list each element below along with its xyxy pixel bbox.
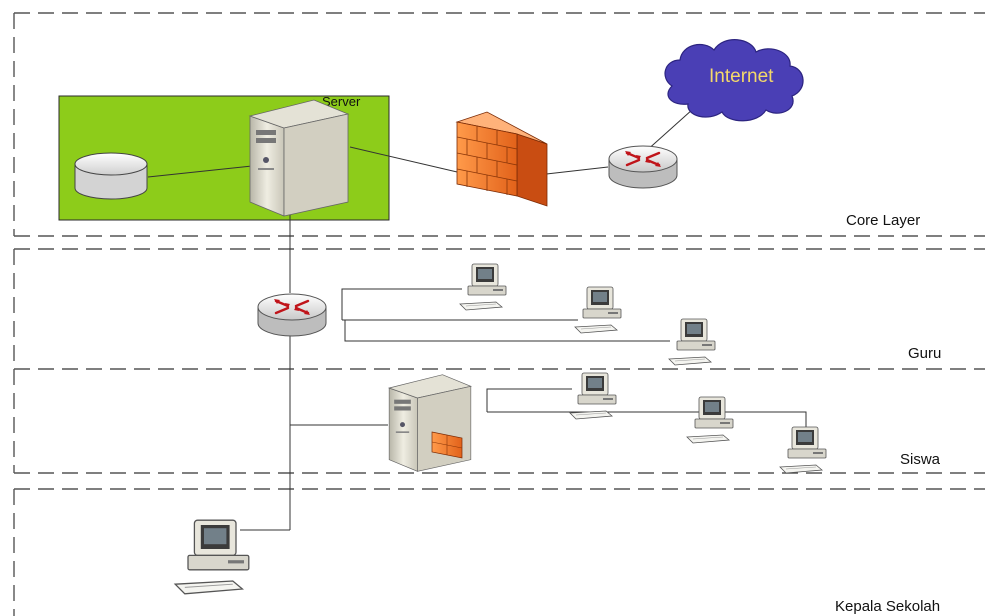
database-top [74,152,148,176]
server-zone-label: Server [322,94,361,109]
layer-label-kepala: Kepala Sekolah [835,598,940,615]
siswa-server [388,374,472,472]
firewall [455,111,548,207]
internet-label: Internet [709,66,774,87]
link-database-server [147,165,253,178]
link-guru-pc3 [342,319,670,342]
database [74,152,148,200]
siswa-firewall-badge [431,431,463,459]
layer-label-guru: Guru [908,345,941,362]
siswa-workstation-icon-3 [779,426,827,474]
firewall-side [516,133,548,207]
layer-label-siswa: Siswa [900,451,941,468]
guru-workstation-icon-3 [668,318,716,366]
edge-router-icon [607,144,679,190]
kepala-workstation-icon [174,519,250,595]
core-router-icon [256,292,328,338]
link-siswa-pc2-pc3 [487,411,807,432]
server-tower-icon [249,99,349,217]
link-guru-branch [341,288,462,320]
guru-workstation-icon-1 [459,263,507,311]
link-siswa-branch [486,388,572,412]
layer-label-core: Core Layer [846,212,920,229]
siswa-workstation-icon-2 [686,396,734,444]
layer-boundaries [13,12,985,616]
cloud-icon [664,39,804,122]
link-server-firewall [349,146,471,176]
guru-workstation-icon-2 [574,286,622,334]
internet-cloud: Internet [664,39,804,122]
